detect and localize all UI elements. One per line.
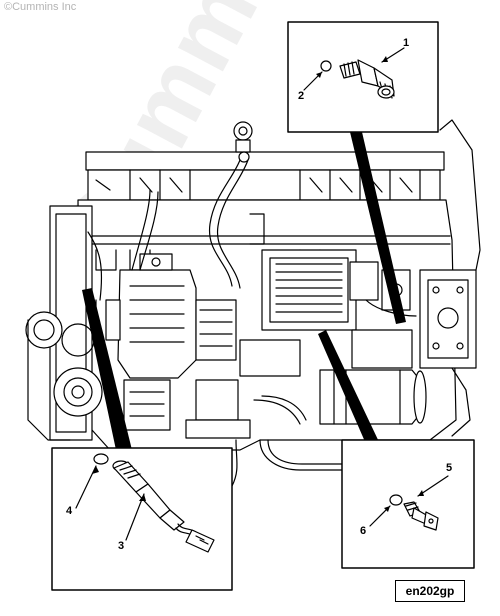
temperature-sensor-part-3 bbox=[112, 460, 215, 553]
callout-pointers bbox=[82, 132, 406, 450]
pointer-beam-lower-right bbox=[318, 330, 380, 444]
detail-box-top bbox=[287, 21, 439, 133]
callout-6: 6 bbox=[360, 525, 367, 537]
copyright-notice: ©Cummins Inc bbox=[4, 1, 77, 13]
callout-2: 2 bbox=[298, 90, 305, 102]
pointer-beam-top-right bbox=[350, 132, 406, 324]
detail-box-bottom-right bbox=[341, 439, 475, 569]
callout-4: 4 bbox=[66, 505, 73, 517]
callout-1: 1 bbox=[403, 37, 410, 49]
sensor-part-5 bbox=[403, 501, 439, 531]
callout-3: 3 bbox=[118, 540, 125, 552]
leader-line-5 bbox=[417, 475, 449, 497]
figure-reference-label: en202gp bbox=[395, 580, 465, 602]
pointer-beam-lower-left bbox=[82, 288, 132, 450]
callout-5: 5 bbox=[446, 462, 453, 474]
engine-block bbox=[25, 119, 481, 487]
leader-line-3 bbox=[125, 493, 145, 541]
pressure-sensor-part-1 bbox=[339, 59, 395, 99]
detail-box-bottom-left bbox=[51, 447, 233, 591]
